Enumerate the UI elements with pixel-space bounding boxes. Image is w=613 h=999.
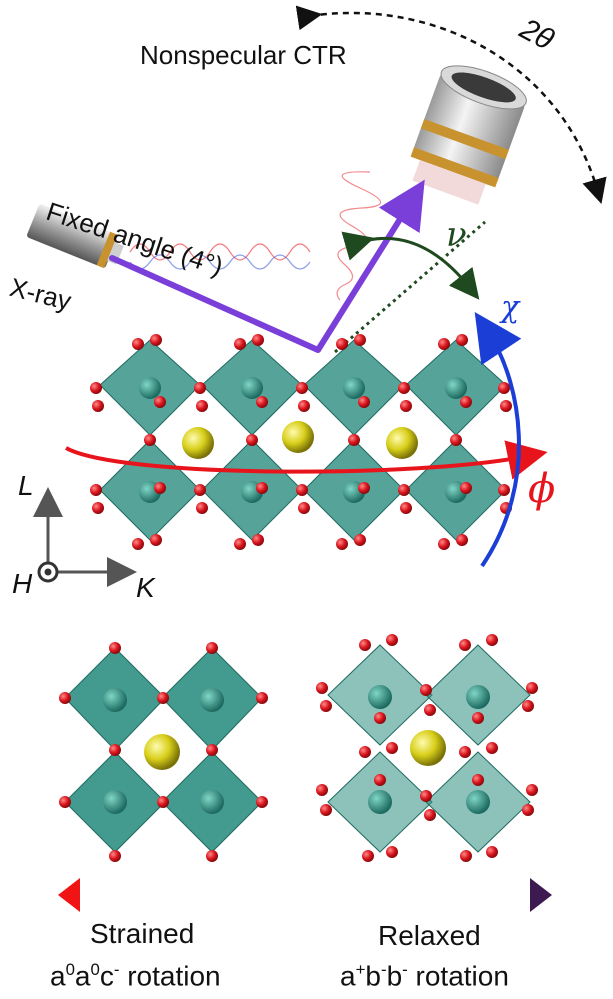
- chi-label: χ: [501, 290, 520, 325]
- relaxed-structure: [316, 634, 538, 862]
- strained-label: Strained: [90, 918, 195, 949]
- phi-arc: [65, 440, 548, 480]
- incident-wave-red: [129, 243, 311, 261]
- detector-icon: [410, 65, 527, 205]
- incident-wave-blue: [129, 254, 311, 270]
- chi-arc: [474, 312, 522, 568]
- diffracted-beam: [315, 179, 425, 352]
- strained-rotation-label: a0a0c- rotation: [50, 960, 221, 992]
- strained-structure: [59, 642, 268, 862]
- crystal-structure: [90, 334, 512, 550]
- axis-l-label: L: [18, 470, 34, 501]
- relaxed-label: Relaxed: [378, 920, 481, 951]
- gradient-arrowhead-right: [530, 878, 552, 912]
- incident-beam: [109, 255, 321, 353]
- phi-label: ϕ: [528, 466, 556, 512]
- relaxed-rotation-label: a+b-b- rotation: [340, 960, 509, 992]
- nu-arc: [341, 231, 480, 300]
- gradient-arrowhead-left: [58, 878, 80, 912]
- two-theta-arc: [295, 5, 607, 205]
- axes-triad: [33, 487, 137, 587]
- nu-label: ν: [446, 215, 467, 255]
- axis-k-label: K: [136, 572, 155, 603]
- axis-h-label: H: [12, 568, 33, 599]
- diagram-title: Nonspecular CTR: [140, 40, 347, 70]
